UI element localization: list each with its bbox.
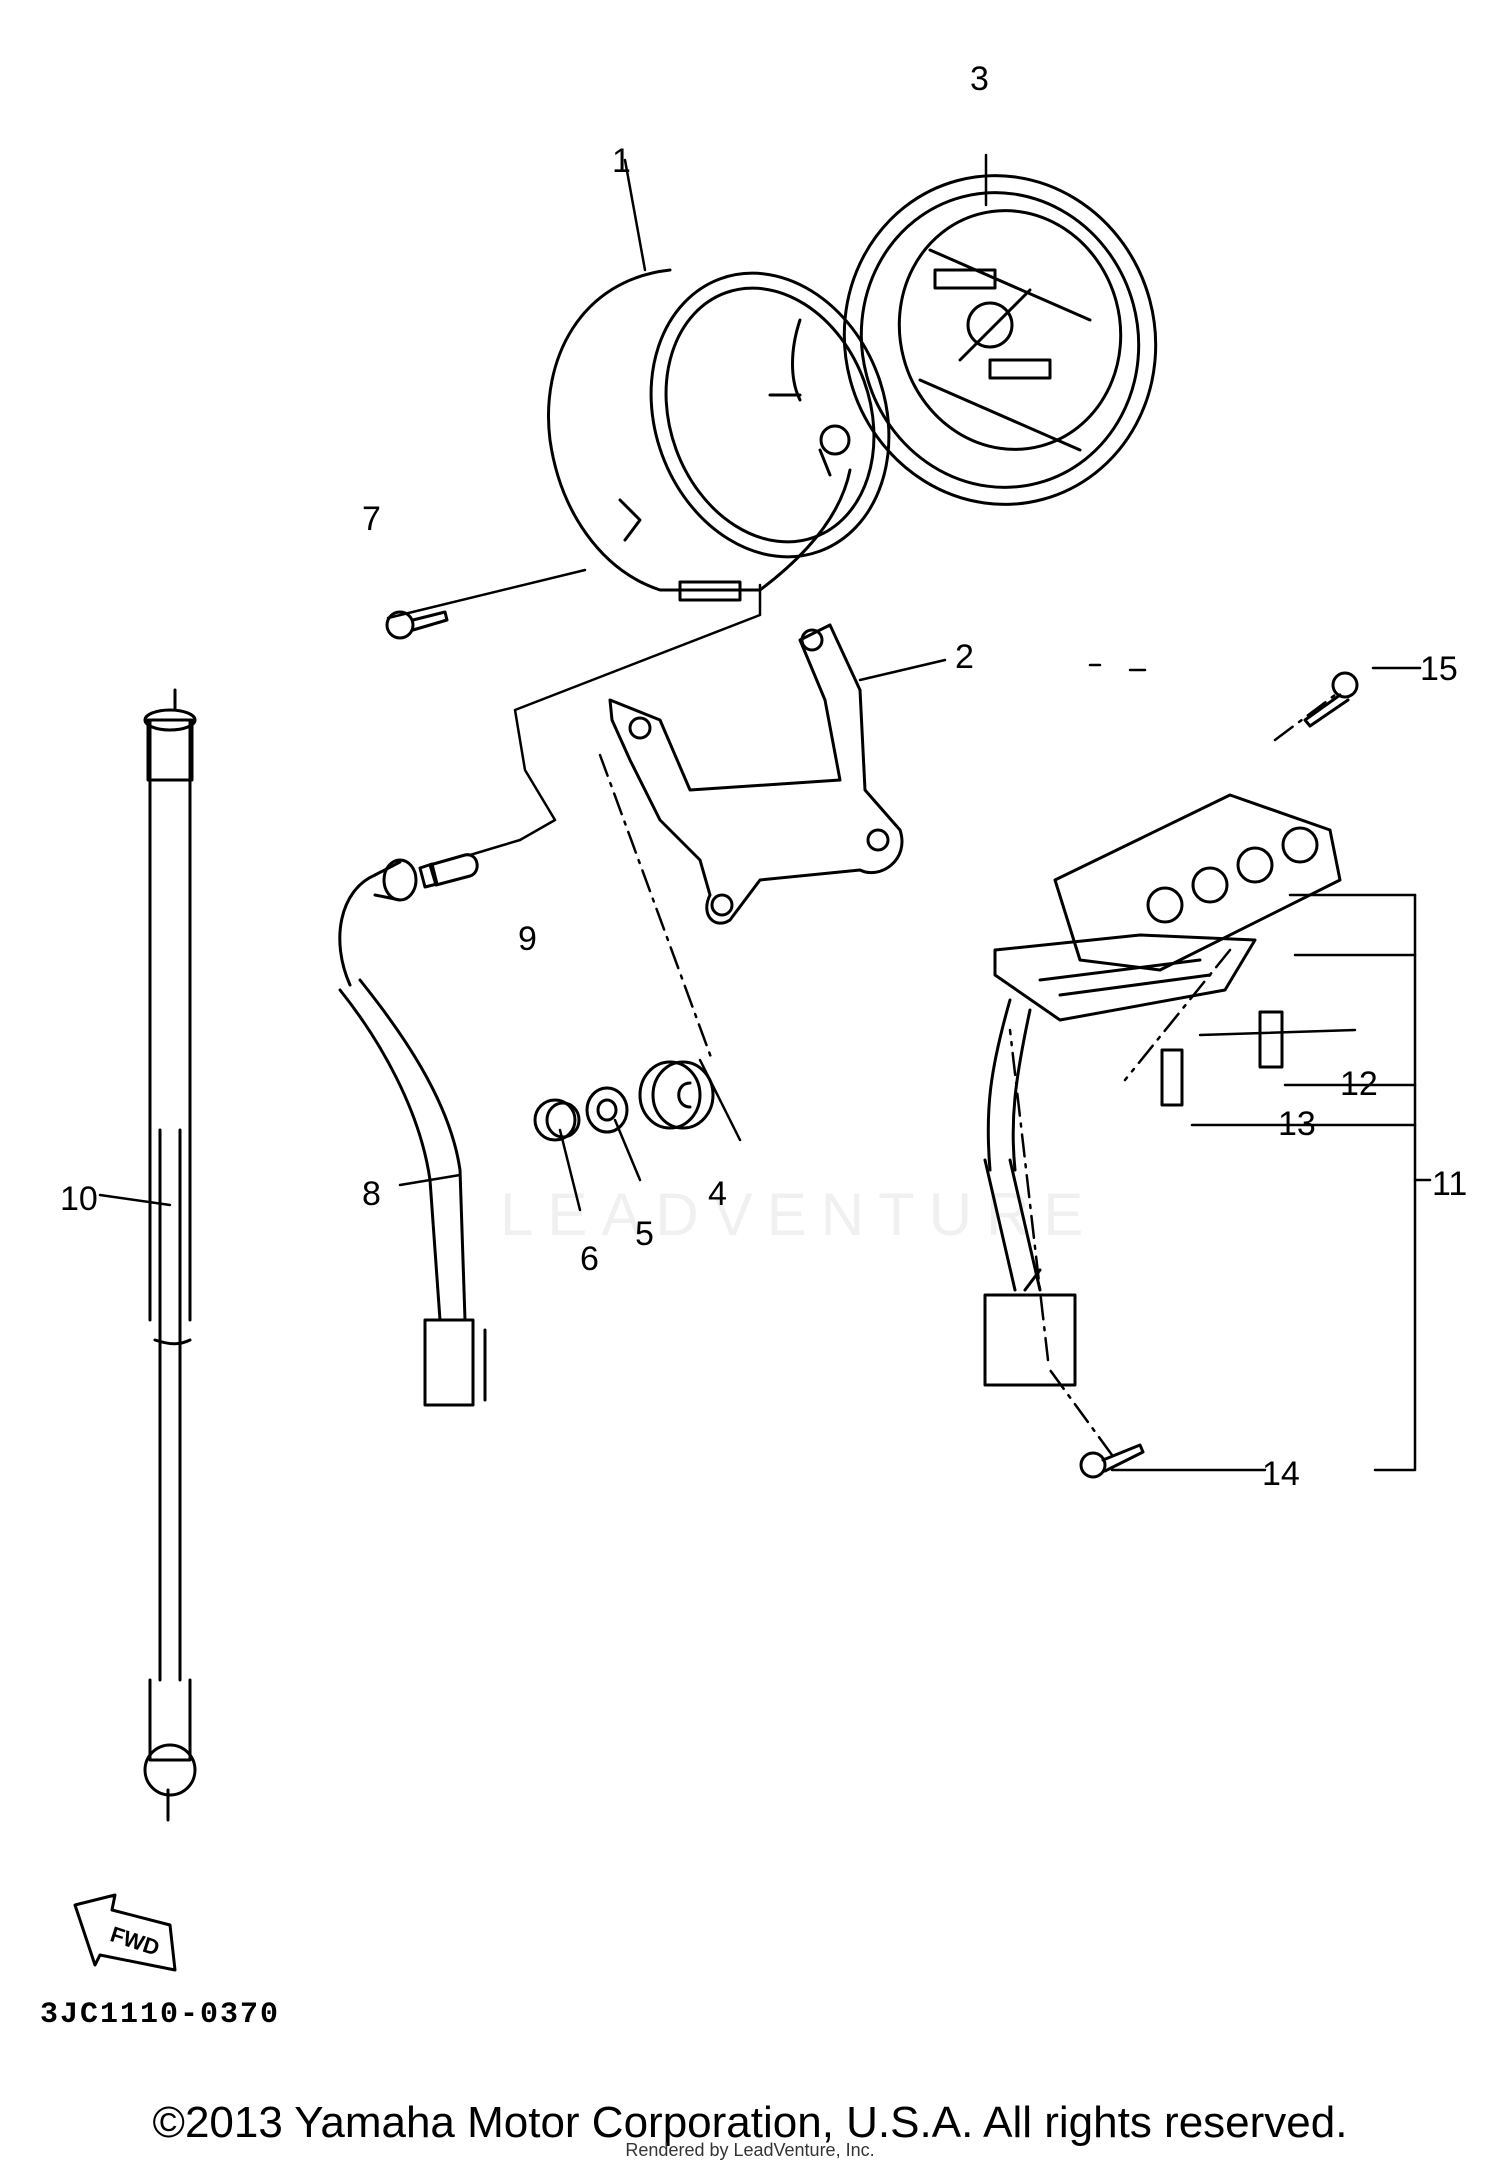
part-1-meter-case[interactable]	[547, 239, 928, 602]
callout-5: 5	[635, 1215, 654, 1253]
callout-9: 9	[518, 920, 537, 958]
part-8-socket-cord[interactable]	[338, 858, 487, 1407]
part-4-grommet[interactable]	[638, 1060, 715, 1130]
part-3-meter-assembly[interactable]	[768, 141, 1192, 540]
watermark: LEADVENTURE	[500, 1181, 1098, 1248]
diagram-code: 3JC1110-0370	[40, 1998, 281, 2032]
callout-13: 13	[1278, 1105, 1316, 1143]
leader-lines	[98, 153, 1432, 1472]
callout-11: 11	[1432, 1165, 1467, 1203]
part-10-meter-cable[interactable]	[143, 688, 197, 1822]
part-7-screw[interactable]	[385, 610, 449, 640]
callout-8: 8	[362, 1175, 381, 1213]
callout-6: 6	[580, 1240, 599, 1278]
callout-14: 14	[1262, 1455, 1300, 1493]
part-13-bulb[interactable]	[1160, 1048, 1184, 1107]
callout-12: 12	[1340, 1065, 1378, 1103]
part-9-bulb[interactable]	[418, 853, 479, 889]
fwd-label: FWD	[107, 1921, 162, 1960]
callout-numbers: 3 1 2 15 7 9 12 13 11 4 8 10 5 6 14	[60, 60, 1467, 1493]
callout-4: 4	[708, 1175, 727, 1213]
parts-diagram: FWD 3 1 2 15 7 9	[60, 60, 1467, 1972]
callout-3: 3	[970, 60, 989, 98]
part-6-nut[interactable]	[533, 1098, 581, 1142]
part-5-washer[interactable]	[585, 1086, 629, 1134]
callout-1: 1	[612, 142, 631, 180]
callout-2: 2	[955, 638, 974, 676]
rendered-by: Rendered by LeadVenture, Inc.	[625, 2140, 875, 2160]
callout-15: 15	[1420, 650, 1458, 688]
callout-10: 10	[60, 1180, 98, 1218]
fwd-arrow-icon: FWD	[73, 1893, 177, 1972]
part-15-screw[interactable]	[1303, 671, 1359, 728]
part-2-bracket[interactable]	[608, 623, 904, 925]
callout-7: 7	[362, 500, 381, 538]
part-14-screw[interactable]	[1079, 1443, 1145, 1479]
part-12-bulb[interactable]	[1258, 1010, 1284, 1069]
copyright-notice: ©2013 Yamaha Motor Corporation, U.S.A. A…	[152, 2098, 1348, 2147]
part-11-indicator-light[interactable]	[983, 793, 1342, 1387]
